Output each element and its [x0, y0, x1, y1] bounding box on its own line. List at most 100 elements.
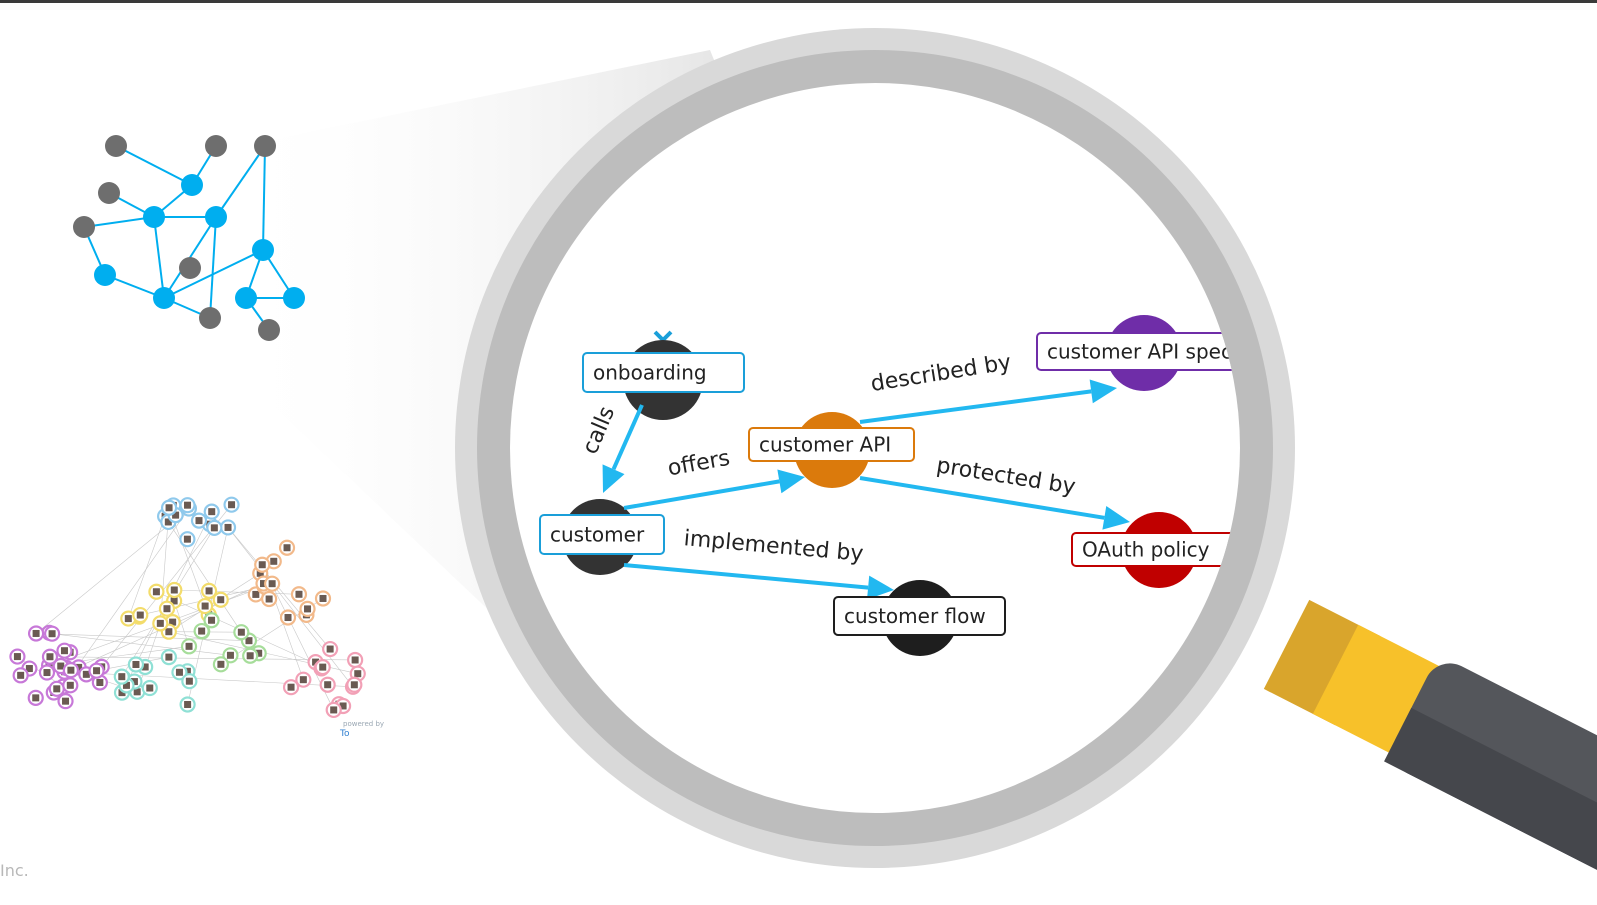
- thumbnail-avatar: [237, 628, 245, 636]
- node-label-box[interactable]: [539, 514, 665, 555]
- thumbnail-avatar: [201, 602, 209, 610]
- thumbnail-avatar: [165, 628, 173, 636]
- graph-edge[interactable]: [859, 389, 1092, 424]
- thumbnail-avatar: [32, 629, 40, 637]
- graph-edge[interactable]: [623, 479, 780, 510]
- graph-edge[interactable]: [611, 404, 644, 471]
- thumbnail-avatar: [43, 669, 51, 677]
- small-graph-node: [181, 174, 203, 196]
- thumbnail-avatar: [198, 627, 206, 635]
- thumbnail-avatar: [170, 597, 178, 605]
- small-graph-node: [235, 287, 257, 309]
- thumbnail-avatar: [93, 667, 101, 675]
- small-graph-node: [254, 135, 276, 157]
- small-graph-node: [258, 319, 280, 341]
- thumbnail-avatar: [141, 663, 149, 671]
- thumbnail-avatar: [48, 630, 56, 638]
- thumbnail-avatar: [265, 595, 273, 603]
- thumbnail-avatar: [60, 647, 68, 655]
- node-label-box[interactable]: [1071, 532, 1242, 567]
- small-graph-node: [283, 287, 305, 309]
- small-graph-edge: [209, 216, 217, 319]
- thumbnail-avatar: [169, 618, 177, 626]
- thumbnail-avatar: [164, 518, 172, 526]
- thumbnail-avatar: [283, 544, 291, 552]
- thumbnail-avatar: [245, 637, 253, 645]
- thumbnail-avatar: [53, 685, 61, 693]
- thumbnail-avatar: [354, 670, 362, 678]
- small-graph-node: [153, 287, 175, 309]
- thumbnail-avatar: [183, 535, 191, 543]
- arrowhead-icon: [1089, 379, 1117, 404]
- small-graph-edge: [153, 216, 165, 299]
- arrowhead-icon: [867, 575, 894, 600]
- thumbnail-avatar: [208, 508, 216, 516]
- thumbnail-avatar: [67, 666, 75, 674]
- thumbnail-avatar: [185, 677, 193, 685]
- thumbnail-avatar: [62, 697, 70, 705]
- thumbnail-avatar: [246, 652, 254, 660]
- thumbnail-avatar: [170, 586, 178, 594]
- thumbnail-avatar: [32, 694, 40, 702]
- thumbnail-avatar: [96, 678, 104, 686]
- graph-edge[interactable]: [859, 476, 1105, 520]
- handle-neck: [1263, 599, 1381, 726]
- thumbnail-avatar: [319, 663, 327, 671]
- thumbnail-avatar: [324, 681, 332, 689]
- thumbnail-avatar: [165, 504, 173, 512]
- small-graph-edge: [262, 145, 266, 251]
- node-label: OAuth policy: [1082, 538, 1210, 562]
- network-thumbnail: [9, 496, 366, 719]
- node-label-box[interactable]: [748, 427, 915, 462]
- node-label-box[interactable]: [1036, 332, 1277, 371]
- thumbnail-avatar: [299, 676, 307, 684]
- thumbnail-avatar: [350, 681, 358, 689]
- small-graph-node: [205, 135, 227, 157]
- arrowhead-icon: [1102, 505, 1130, 530]
- small-graph-node: [252, 239, 274, 261]
- thumbnail-edge: [174, 589, 299, 595]
- thumbnail-edge: [49, 646, 190, 666]
- thumbnail-avatar: [195, 517, 203, 525]
- network-credit-small: powered by: [343, 720, 384, 728]
- thumbnail-edge: [52, 633, 231, 656]
- thumbnail-avatar: [25, 665, 33, 673]
- thumbnail-avatar: [255, 649, 263, 657]
- thumbnail-avatar: [132, 660, 140, 668]
- thumbnail-avatar: [226, 651, 234, 659]
- graph-edge[interactable]: [623, 563, 869, 590]
- thumbnail-avatar: [163, 605, 171, 613]
- node-label-box[interactable]: [582, 352, 745, 393]
- node-label: customer API spec: [1047, 340, 1232, 364]
- node-label: customer flow: [844, 604, 986, 628]
- small-graph-edge: [83, 216, 155, 228]
- thumbnail-avatar: [256, 569, 264, 577]
- thumbnail-avatar: [124, 615, 132, 623]
- thumbnail-avatar: [146, 684, 154, 692]
- thumbnail-avatar: [185, 642, 193, 650]
- small-graph-node: [98, 182, 120, 204]
- thumbnail-edge: [35, 508, 190, 634]
- thumbnail-avatar: [136, 611, 144, 619]
- small-graph-edge: [215, 145, 266, 218]
- thumbnail-avatar: [339, 702, 347, 710]
- thumbnail-avatar: [165, 653, 173, 661]
- thumbnail-avatar: [75, 663, 83, 671]
- arrowhead-icon: [777, 469, 805, 494]
- thumbnail-avatar: [312, 658, 320, 666]
- thumbnail-avatar: [258, 561, 266, 569]
- small-graph-node: [105, 135, 127, 157]
- small-graph-edge: [115, 145, 193, 186]
- thumbnail-avatar: [284, 614, 292, 622]
- small-graph-node: [143, 206, 165, 228]
- thumbnail-avatar: [224, 523, 232, 531]
- thumbnail-avatar: [156, 619, 164, 627]
- node-label: customer API: [759, 433, 891, 457]
- node-label-box[interactable]: [833, 596, 1006, 636]
- magnifier-handle: [1263, 599, 1597, 905]
- thumbnail-avatar: [184, 701, 192, 709]
- thumbnail-edge: [36, 633, 249, 641]
- thumbnail-edge: [49, 656, 356, 661]
- arrowhead-icon: [602, 464, 625, 493]
